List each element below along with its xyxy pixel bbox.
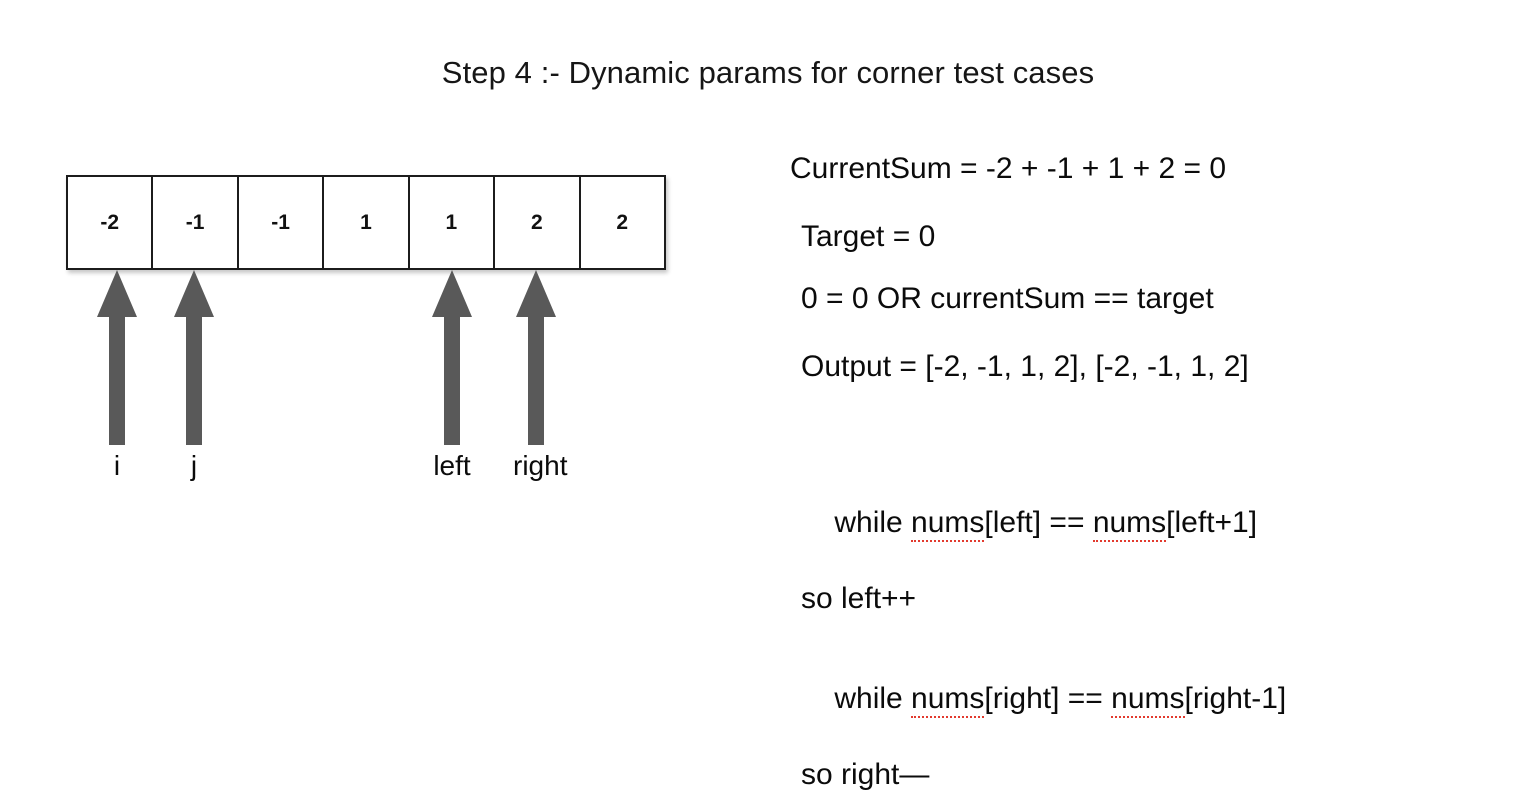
left-loop-nums-1: nums [911,506,985,542]
left-loop-suffix: [left+1] [1166,506,1258,539]
note-target: Target = 0 [801,220,936,253]
note-right-loop-body: so right— [801,758,930,791]
array-cell: -1 [238,177,325,268]
up-arrow-icon [516,270,556,445]
pointer-right: right [513,270,568,483]
pointer-label-i: i [113,450,121,481]
note-output: Output = [-2, -1, 1, 2], [-2, -1, 1, 2] [801,350,1249,383]
right-loop-mid: [right] == [984,682,1112,715]
pointer-left: left [429,270,475,483]
pointer-label-left: left [433,450,471,481]
left-loop-mid: [left] == [984,506,1093,539]
right-loop-suffix: [right-1] [1184,682,1287,715]
note-right-loop-condition: while nums[right] == nums[right-1] [790,642,1510,756]
array-table: -2 -1 -1 1 1 2 2 [66,175,666,270]
pointer-label-right: right [513,450,568,481]
note-condition: 0 = 0 OR currentSum == target [801,282,1214,315]
pointer-j: j [171,270,217,483]
left-loop-prefix: while [834,506,912,539]
note-left-loop-body: so left++ [801,582,917,615]
array-cell: 2 [580,177,664,268]
array-cell: -2 [68,177,154,268]
note-left-loop-condition: while nums[left] == nums[left+1] [790,466,1510,580]
up-arrow-icon [432,270,472,445]
right-loop-nums-1: nums [911,682,985,718]
pointer-label-j: j [190,450,198,481]
left-loop-nums-2: nums [1092,506,1167,542]
array-cell: 2 [495,177,581,268]
page-title: Step 4 :- Dynamic params for corner test… [441,55,1095,90]
right-loop-nums-2: nums [1111,682,1185,718]
array-cell: 1 [324,177,410,268]
array-diagram: -2 -1 -1 1 1 2 2 [66,175,666,270]
array-cell: 1 [409,177,496,268]
note-current-sum: CurrentSum = -2 + -1 + 1 + 2 = 0 [790,152,1227,185]
pointer-i: i [94,270,140,483]
notes-column: CurrentSum = -2 + -1 + 1 + 2 = 0 Target … [790,150,1510,794]
up-arrow-icon [97,270,137,445]
right-loop-prefix: while [834,682,912,715]
up-arrow-icon [174,270,214,445]
array-cell: -1 [153,177,239,268]
